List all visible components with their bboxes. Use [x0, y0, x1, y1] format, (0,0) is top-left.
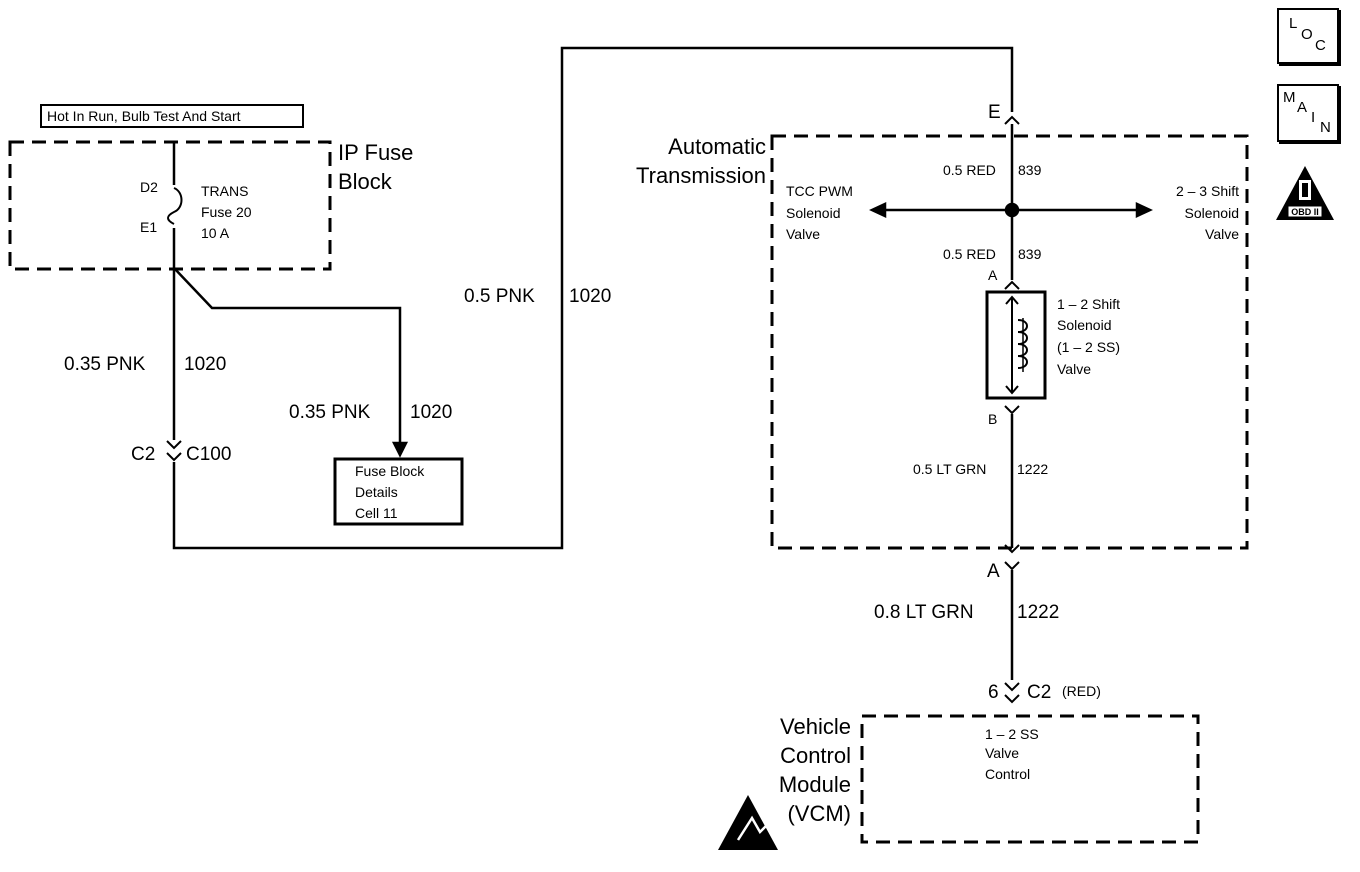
fuse-block-details-1: Fuse Block	[355, 463, 425, 479]
shift-2-3-3: Valve	[1205, 226, 1239, 242]
connector-c100-right: C100	[186, 444, 231, 465]
power-label: Hot In Run, Bulb Test And Start	[47, 108, 241, 124]
vcm-3: Module	[779, 772, 851, 797]
shift-1-2-3: (1 – 2 SS)	[1057, 339, 1120, 355]
fuse-number: Fuse 20	[201, 204, 252, 220]
pin-6: 6	[988, 682, 999, 703]
main-menu-icon[interactable]: M A I N	[1277, 84, 1339, 142]
vcm-2: Control	[780, 743, 851, 768]
wire-red-lower: 0.5 RED	[943, 246, 996, 262]
wire-grn-outer-circuit: 1222	[1017, 602, 1059, 623]
esd-warning-icon	[718, 795, 778, 850]
tcc-pwm-1: TCC PWM	[786, 183, 853, 199]
wire-grn-inner-circuit: 1222	[1017, 461, 1048, 477]
automatic-transmission-1: Automatic	[668, 134, 766, 159]
wire-branch: 0.35 PNK	[289, 402, 371, 423]
shift-1-2-2: Solenoid	[1057, 317, 1112, 333]
connector-c2-red-name: C2	[1027, 682, 1051, 703]
pin-b: B	[988, 411, 997, 427]
pin-e: E	[988, 102, 1001, 123]
wire-red-upper: 0.5 RED	[943, 162, 996, 178]
fuse-block-details-2: Details	[355, 484, 398, 500]
pin-a-top: A	[988, 267, 998, 283]
wire-top-run-circuit: 1020	[569, 286, 611, 307]
main-a: A	[1297, 99, 1308, 116]
fuse-rating: 10 A	[201, 225, 230, 241]
obd-ii-label: OBD II	[1291, 207, 1319, 217]
location-icon[interactable]: L O C	[1277, 8, 1339, 64]
tcc-pwm-3: Valve	[786, 226, 820, 242]
connector-c2-red-color: (RED)	[1062, 683, 1101, 699]
wire-branch-circuit: 1020	[410, 402, 452, 423]
shift-2-3-2: Solenoid	[1185, 205, 1240, 221]
fuse-name: TRANS	[201, 183, 248, 199]
a-bottom-connector	[1004, 544, 1020, 554]
pin-a-bottom: A	[987, 561, 1000, 582]
transmission-box	[770, 134, 1249, 550]
ip-fuse-block-label-1: IP Fuse	[338, 140, 413, 165]
fuse-element	[167, 187, 183, 225]
wire-left-main: 0.35 PNK	[64, 354, 146, 375]
solenoid-coil	[1017, 319, 1028, 369]
main-n: N	[1320, 119, 1331, 136]
automatic-transmission-2: Transmission	[636, 163, 766, 188]
c2-c100-connector	[166, 440, 182, 450]
ip-fuse-block-box	[8, 140, 332, 271]
shift-2-3-1: 2 – 3 Shift	[1176, 183, 1239, 199]
ip-fuse-block-label-2: Block	[338, 169, 393, 194]
main-i: I	[1311, 109, 1316, 126]
vcm-function-2: Valve	[985, 745, 1019, 761]
power-label-box	[40, 104, 304, 128]
loc-l: L	[1289, 15, 1298, 32]
wire-grn-outer: 0.8 LT GRN	[874, 602, 974, 623]
wire-top-run: 0.5 PNK	[464, 286, 535, 307]
fuse-block-details-box	[333, 457, 464, 526]
vcm-function-3: Control	[985, 766, 1030, 782]
tcc-arrow	[869, 202, 887, 218]
vcm-4: (VCM)	[787, 801, 851, 826]
pin-d2: D2	[140, 179, 158, 195]
connector-c2-left: C2	[131, 444, 155, 465]
fuse-block-details-3: Cell 11	[355, 505, 398, 521]
loc-o: O	[1301, 26, 1313, 43]
main-m: M	[1283, 89, 1296, 106]
shift-1-2-4: Valve	[1057, 361, 1091, 377]
shift-1-2-1: 1 – 2 Shift	[1057, 296, 1120, 312]
wire-red-lower-circuit: 839	[1018, 246, 1042, 262]
shift-2-3-arrow	[1135, 202, 1153, 218]
tcc-pwm-2: Solenoid	[786, 205, 841, 221]
pin-e1: E1	[140, 219, 157, 235]
wire-grn-inner: 0.5 LT GRN	[913, 461, 986, 477]
vcm-function-1: 1 – 2 SS	[985, 726, 1039, 742]
splice-node	[1004, 202, 1020, 218]
wire-red-upper-circuit: 839	[1018, 162, 1042, 178]
wire-left-main-circuit: 1020	[184, 354, 226, 375]
loc-c: C	[1315, 37, 1326, 54]
vcm-box	[860, 714, 1200, 844]
branch-arrow	[391, 441, 409, 458]
vcm-1: Vehicle	[780, 714, 851, 739]
solenoid-box	[985, 290, 1047, 400]
e-connector	[1004, 115, 1020, 125]
obd-ii-icon[interactable]: OBD II	[1276, 166, 1334, 220]
